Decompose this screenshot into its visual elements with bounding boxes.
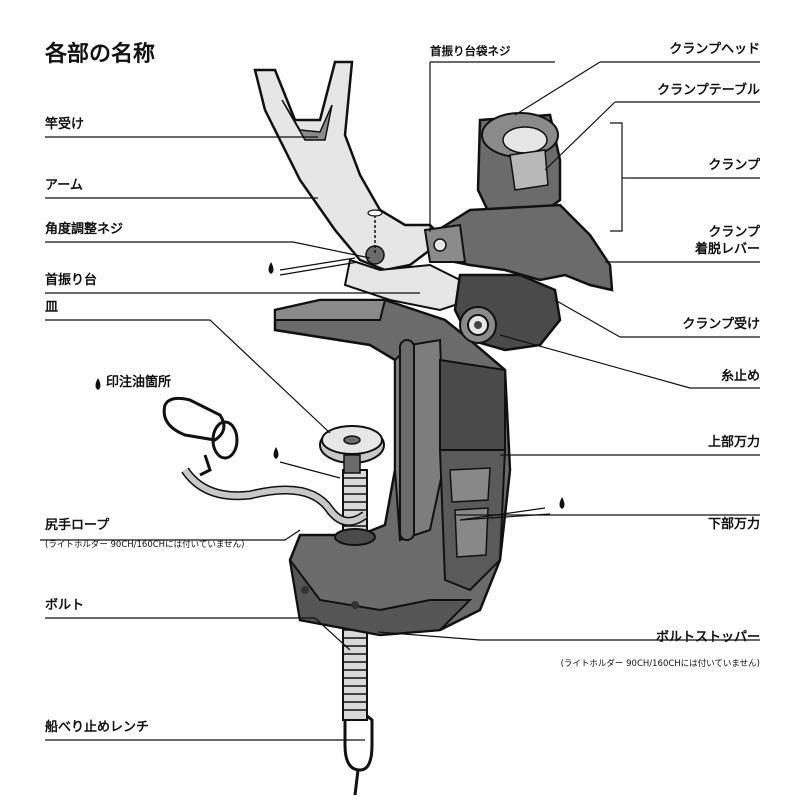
label-clamp-table: クランプテーブル — [657, 83, 760, 98]
butt-rope-drawing — [162, 396, 368, 526]
label-bolt-stopper: ボルトストッパー — [655, 630, 760, 645]
label-line-stopper: 糸止め — [720, 369, 760, 384]
label-bolt: ボルト — [45, 598, 85, 613]
oil-drop-icon — [95, 262, 565, 509]
page-title: 各部の名称 — [45, 42, 156, 67]
note-bolt-stopper: (ライトホルダー 90CH/160CHには付いていません) — [560, 659, 760, 669]
label-clamp-head: クランプヘッド — [669, 42, 760, 57]
label-clamp: クランプ — [708, 158, 760, 173]
label-upper-vise: 上部万力 — [707, 435, 760, 450]
label-clamp-receiver: クランプ受け — [682, 317, 760, 332]
plate-drawing — [319, 425, 385, 474]
leader-lines — [40, 61, 760, 741]
clamp-drawing — [423, 112, 614, 352]
label-arm: アーム — [45, 178, 83, 193]
label-plate: 皿 — [45, 300, 59, 315]
main-body-drawing — [273, 298, 512, 637]
label-swivel-base: 首振り台 — [45, 273, 98, 288]
label-neck-bag-screw: 首振り台袋ネジ — [430, 44, 511, 58]
label-butt-rope: 尻手ロープ — [45, 518, 110, 533]
label-clamp-lever-line1: クランプ — [708, 225, 760, 240]
label-oil-points: 印注油箇所 — [106, 375, 172, 390]
label-clamp-lever-line2: 着脱レバー — [694, 242, 760, 257]
label-rod-rest: 竿受け — [45, 117, 85, 132]
label-lower-vise: 下部万力 — [707, 517, 760, 532]
gunwale-wrench-drawing — [343, 700, 374, 796]
label-angle-screw: 角度調整ネジ — [45, 222, 124, 237]
label-gunwale-wrench: 船べり止めレンチ — [45, 720, 150, 735]
arm-drawing — [253, 60, 472, 312]
note-butt-rope: (ライトホルダー 90CH/160CHには付いていません) — [45, 540, 245, 550]
